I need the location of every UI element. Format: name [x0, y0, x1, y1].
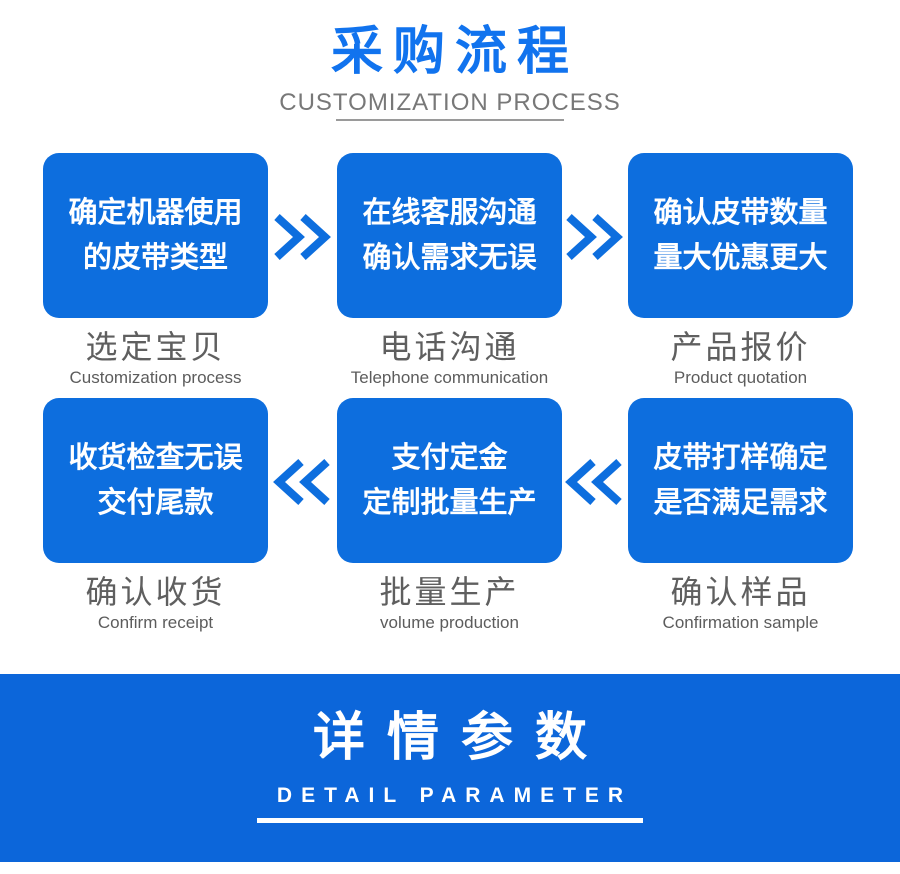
- banner-underline: [257, 818, 643, 823]
- banner-title: 详情参数: [312, 709, 609, 767]
- flow-step-box-line2: 确认需求无误: [362, 241, 537, 274]
- flow-step-caption-cn: 选定宝贝: [85, 329, 226, 365]
- flow-step-box-line2: 的皮带类型: [82, 241, 228, 274]
- flow-step-box-line1: 在线客服沟通: [362, 196, 537, 229]
- section-title-underline: [336, 119, 564, 121]
- flow-step-box: 收货检查无误 交付尾款: [43, 398, 268, 563]
- flow-step-caption-cn: 产品报价: [670, 329, 811, 365]
- flow-step-caption-cn: 批量生产: [379, 574, 520, 610]
- flow-step-caption-en: Confirmation sample: [662, 613, 819, 632]
- double-chevron-left-icon: [563, 457, 625, 507]
- flow-step-caption-cn: 确认样品: [670, 574, 811, 610]
- flow-step-box: 支付定金 定制批量生产: [337, 398, 562, 563]
- flow-step-box-line2: 定制批量生产: [362, 486, 537, 519]
- flow-step-box-line2: 交付尾款: [97, 486, 214, 519]
- flow-step-caption-en: Product quotation: [673, 368, 808, 387]
- flow-step-box-line1: 支付定金: [391, 441, 508, 474]
- double-chevron-right-icon: [563, 212, 625, 262]
- flow-step-box: 皮带打样确定 是否满足需求: [628, 398, 853, 563]
- flow-step-box-line2: 量大优惠更大: [653, 241, 828, 274]
- flow-step-box-line1: 皮带打样确定: [653, 441, 828, 474]
- flow-step-confirm-receipt: 收货检查无误 交付尾款 确认收货 Confirm receipt: [43, 398, 268, 632]
- flow-step-telephone-communication: 在线客服沟通 确认需求无误 电话沟通 Telephone communicati…: [337, 153, 562, 387]
- flow-step-caption-en: volume production: [380, 613, 519, 632]
- flow-step-box: 确定机器使用 的皮带类型: [43, 153, 268, 318]
- flow-step-select-product: 确定机器使用 的皮带类型 选定宝贝 Customization process: [43, 153, 268, 387]
- flow-step-caption-en: Customization process: [69, 368, 242, 387]
- section-title: 采购流程: [330, 23, 579, 81]
- double-chevron-left-icon: [271, 457, 333, 507]
- flow-step-box-line1: 确认皮带数量: [653, 196, 828, 229]
- flow-step-caption-cn: 确认收货: [85, 574, 226, 610]
- flow-step-caption-en: Confirm receipt: [97, 613, 214, 632]
- flow-step-volume-production: 支付定金 定制批量生产 批量生产 volume production: [337, 398, 562, 632]
- flow-step-box-line1: 确定机器使用: [68, 196, 243, 229]
- section-subtitle: CUSTOMIZATION PROCESS: [279, 89, 621, 116]
- flow-step-product-quotation: 确认皮带数量 量大优惠更大 产品报价 Product quotation: [628, 153, 853, 387]
- flow-step-caption-en: Telephone communication: [350, 368, 549, 387]
- flow-step-confirmation-sample: 皮带打样确定 是否满足需求 确认样品 Confirmation sample: [628, 398, 853, 632]
- flow-step-box: 在线客服沟通 确认需求无误: [337, 153, 562, 318]
- double-chevron-right-icon: [271, 212, 333, 262]
- flow-step-box-line2: 是否满足需求: [653, 486, 828, 519]
- flow-step-box-line1: 收货检查无误: [68, 441, 243, 474]
- detail-parameter-banner: 详情参数 DETAIL PARAMETER: [0, 674, 900, 862]
- banner-subtitle: DETAIL PARAMETER: [276, 784, 633, 807]
- flow-step-caption-cn: 电话沟通: [379, 329, 520, 365]
- flow-step-box: 确认皮带数量 量大优惠更大: [628, 153, 853, 318]
